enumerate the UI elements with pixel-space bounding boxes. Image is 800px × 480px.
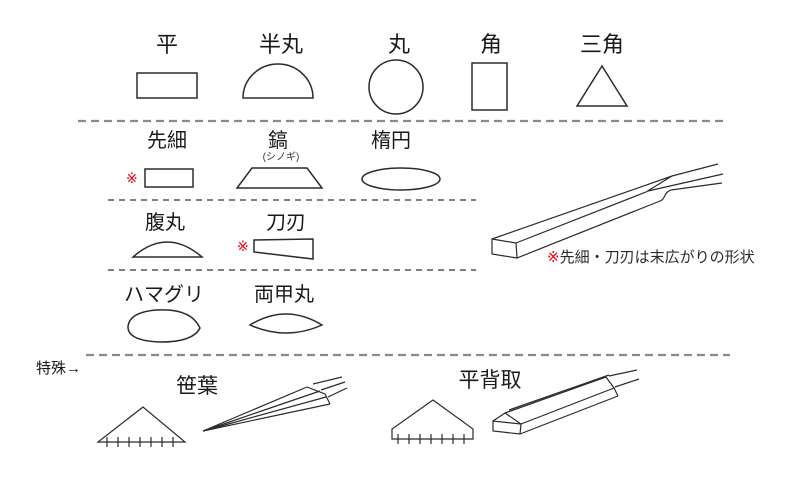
note-text: 先細・刀刃は末広がりの形状 <box>559 249 755 266</box>
flat-back-chamfer-section-icon <box>391 399 474 444</box>
label-double-round: 両甲丸 <box>254 284 314 306</box>
label-knife-edge: 刀刃 <box>266 212 306 234</box>
label-belly-round: 腹丸 <box>145 212 185 234</box>
knife-edge-section-icon <box>253 238 314 260</box>
label-round: 丸 <box>387 32 411 57</box>
sasaba-section-icon <box>96 406 187 447</box>
double-round-section-icon <box>248 313 324 334</box>
flat-back-chamfer-3d-sketch <box>492 369 640 435</box>
label-hamaguri: ハマグリ <box>124 284 204 306</box>
label-sasaba: 笹葉 <box>176 375 218 398</box>
shinogi-section-icon <box>235 167 324 189</box>
label-special: 特殊→ <box>36 360 82 377</box>
label-triangle: 三角 <box>579 32 625 57</box>
label-square: 角 <box>479 32 503 57</box>
hamaguri-section-icon <box>127 309 201 343</box>
label-flat-back-chamfer: 平背取 <box>458 369 522 392</box>
label-shinogi: 鎬 <box>268 130 288 152</box>
shape-note: ※先細・刀刃は末広がりの形状 <box>547 249 755 267</box>
label-tapered: 先細 <box>147 130 187 152</box>
tapered-asterisk-icon: ※ <box>126 170 138 186</box>
ellipse-section-icon <box>361 167 441 191</box>
knife-edge-asterisk-icon: ※ <box>237 238 249 254</box>
triangle-section-icon <box>575 64 629 107</box>
label-half-round: 半丸 <box>258 32 304 57</box>
note-asterisk-icon: ※ <box>547 249 560 266</box>
label-shinogi-reading: (シノギ) <box>262 152 300 163</box>
label-ellipse: 楕円 <box>371 130 411 152</box>
tapered-section-icon <box>144 168 194 188</box>
half-round-section-icon <box>242 63 314 99</box>
flat-section-icon <box>136 72 198 99</box>
file-3d-sketch <box>491 163 724 259</box>
sasaba-3d-sketch <box>202 376 348 432</box>
round-section-icon <box>368 59 424 115</box>
square-section-icon <box>471 62 508 111</box>
label-flat: 平 <box>155 32 179 57</box>
belly-round-section-icon <box>131 241 205 258</box>
